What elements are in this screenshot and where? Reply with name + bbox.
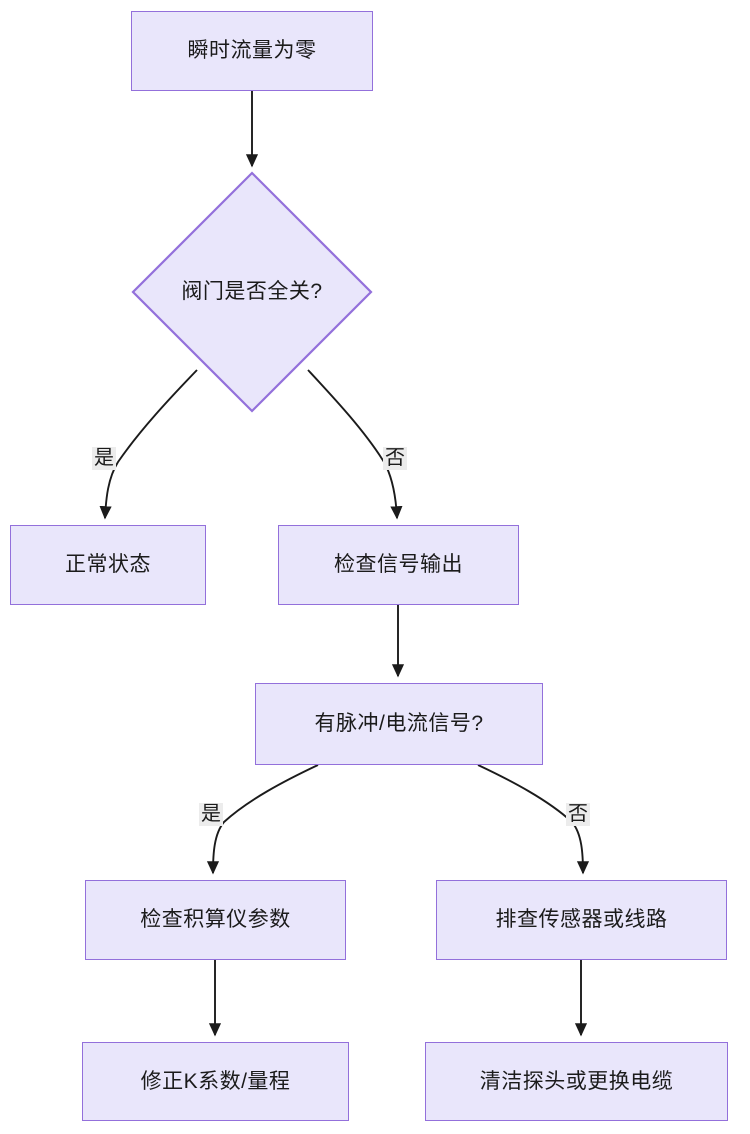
edge-n2-n3 xyxy=(99,369,198,520)
edge-label-text: 否 xyxy=(568,803,588,825)
node-label: 检查积算仪参数 xyxy=(140,908,291,932)
node-normal-state[interactable]: 正常状态 xyxy=(10,525,206,605)
diamond-shape xyxy=(131,171,373,413)
edge-label-text: 是 xyxy=(201,803,221,825)
node-clean-probe-or-replace-cable[interactable]: 清洁探头或更换电缆 xyxy=(425,1042,728,1121)
edge-label-signal-yes: 是 xyxy=(199,803,223,826)
node-inspect-sensor-or-wiring[interactable]: 排查传感器或线路 xyxy=(436,880,727,960)
node-label: 有脉冲/电流信号? xyxy=(314,712,484,736)
node-check-signal-output[interactable]: 检查信号输出 xyxy=(278,525,519,605)
edge-label-signal-no: 否 xyxy=(566,803,590,826)
node-check-totalizer-parameters[interactable]: 检查积算仪参数 xyxy=(85,880,346,960)
node-label: 检查信号输出 xyxy=(334,553,463,577)
node-label: 正常状态 xyxy=(65,553,151,577)
edge-n5-n6 xyxy=(206,764,319,875)
node-correct-k-factor-range[interactable]: 修正K系数/量程 xyxy=(82,1042,349,1121)
node-valve-fully-closed-decision[interactable]: 阀门是否全关? xyxy=(131,171,373,413)
node-label: 排查传感器或线路 xyxy=(495,908,668,932)
edge-label-text: 否 xyxy=(385,447,405,469)
node-instant-flow-zero[interactable]: 瞬时流量为零 xyxy=(131,11,373,91)
edge-label-valve-no: 否 xyxy=(383,447,407,470)
edge-label-valve-yes: 是 xyxy=(92,447,116,470)
edge-n2-n4 xyxy=(307,369,403,520)
node-pulse-current-signal-decision[interactable]: 有脉冲/电流信号? xyxy=(255,683,543,765)
node-label: 瞬时流量为零 xyxy=(187,39,317,63)
edge-label-text: 是 xyxy=(94,447,114,469)
node-label: 阀门是否全关? xyxy=(181,280,323,304)
node-label: 修正K系数/量程 xyxy=(140,1069,291,1093)
node-label: 清洁探头或更换电缆 xyxy=(479,1069,674,1093)
